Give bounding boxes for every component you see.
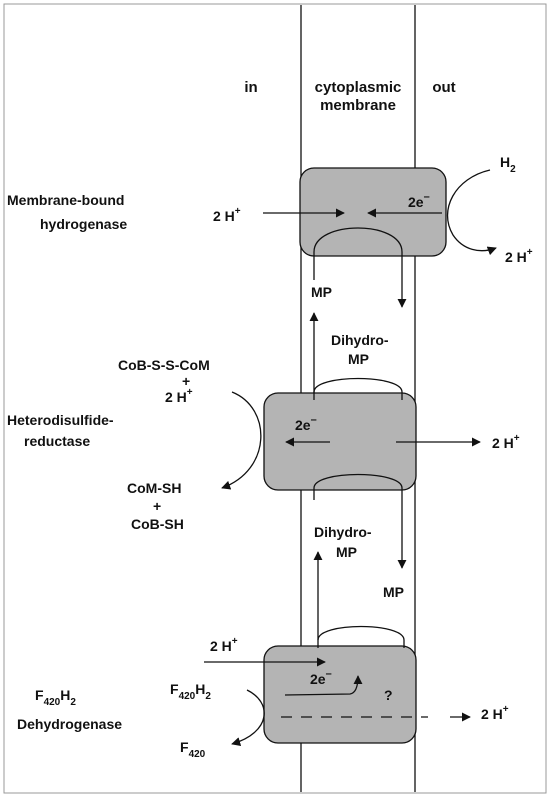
heterodisulfide-mp-label: MP: [383, 584, 404, 600]
f420-substrate-label: F420H2: [170, 681, 211, 702]
heterodisulfide-substrate-line1: CoB-S-S-CoM: [118, 357, 210, 373]
heterodisulfide-electrons: 2e–: [295, 414, 317, 433]
in-label: in: [244, 79, 257, 96]
f420-electrons: 2e–: [310, 668, 332, 687]
hydrogenase-mp-label: MP: [311, 284, 332, 300]
f420-oxidation-arrow: [231, 689, 265, 746]
heterodisulfide-dihydro-mp-line1: Dihydro-: [314, 524, 372, 540]
hydrogenase-protons-in: 2 H+: [213, 206, 241, 224]
heterodisulfide-protons-out: 2 H+: [492, 433, 520, 451]
f420-name-line2: Dehydrogenase: [17, 716, 122, 732]
heterodisulfide-name-line2: reductase: [24, 433, 90, 449]
mp-reduction-loop-2: [313, 473, 407, 569]
mp-reduction-loop: [313, 227, 407, 308]
figure-frame: [3, 3, 547, 794]
hydrogenase-name-line2: hydrogenase: [40, 216, 127, 232]
hydrogenase-complex: [299, 167, 447, 257]
heterodisulfide-substrate-protons: 2 H+: [165, 387, 193, 405]
heterodisulfide-product-plus: +: [153, 498, 161, 514]
f420-unknown-component: ?: [384, 687, 393, 703]
heterodisulfide-substrate-plus: +: [182, 373, 190, 389]
hydrogenase-name-line1: Membrane-bound: [7, 192, 124, 208]
heterodisulfide-reduction-arrow: [221, 391, 262, 490]
membrane-label-line1: cytoplasmic: [315, 79, 402, 96]
heterodisulfide-product-line1: CoM-SH: [127, 480, 181, 496]
f420-product-label: F420: [180, 739, 206, 760]
f420-protons-out: 2 H+: [481, 704, 509, 722]
h2-label: H2: [500, 154, 516, 175]
membrane-label-line2: membrane: [320, 97, 396, 114]
hydrogenase-protons-out: 2 H+: [505, 247, 533, 265]
electron-arrow-f420: [284, 675, 363, 696]
heterodisulfide-product-line2: CoB-SH: [131, 516, 184, 532]
h2-oxidation-arrow: [446, 169, 497, 256]
f420-name-line1: F420H2: [35, 687, 76, 708]
hydrogenase-dihydro-mp-line1: Dihydro-: [331, 332, 389, 348]
mp-oxidation-loop-f420: [317, 625, 405, 648]
hydrogenase-dihydro-mp-line2: MP: [348, 351, 369, 367]
f420-protons-in: 2 H+: [210, 636, 238, 654]
heterodisulfide-dihydro-mp-line2: MP: [336, 544, 357, 560]
hydrogenase-electrons: 2e–: [408, 191, 430, 210]
out-label: out: [432, 79, 455, 96]
heterodisulfide-name-line1: Heterodisulfide-: [7, 412, 114, 428]
dihydro-mp-oxidation-loop: [313, 377, 403, 400]
